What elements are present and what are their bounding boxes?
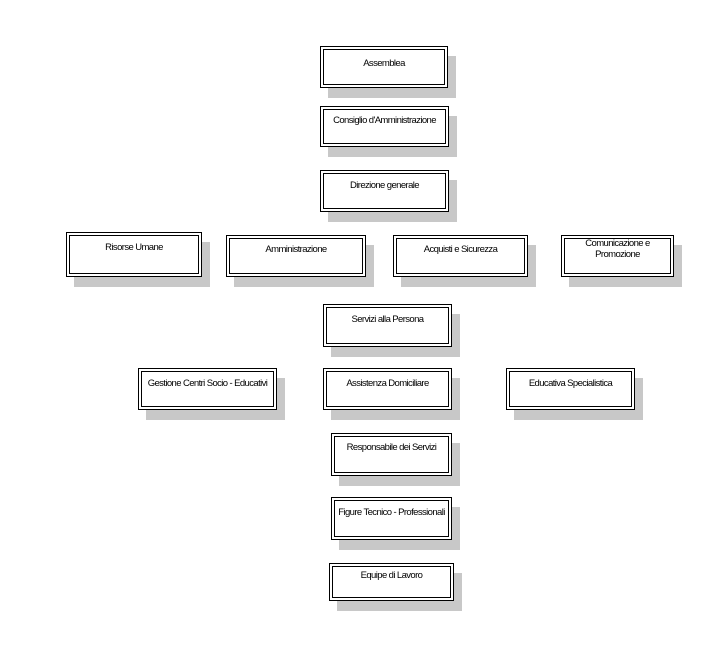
node-risorse-umane-label: Risorse Umane <box>105 242 163 253</box>
node-risorse-umane: Risorse Umane <box>66 232 210 287</box>
node-comunicazione-label: Comunicazione e Promozione <box>585 238 650 260</box>
node-amministrazione-label: Amministrazione <box>265 244 327 255</box>
node-consiglio: Consiglio d'Amministrazione <box>320 106 457 157</box>
node-gestione-centri-label: Gestione Centri Socio - Educativi <box>147 378 268 389</box>
node-equipe-lavoro: Equipe di Lavoro <box>329 563 462 611</box>
node-comunicazione: Comunicazione e Promozione <box>561 235 682 287</box>
node-acquisti-label: Acquisti e Sicurezza <box>423 244 498 255</box>
node-direzione-label: Direzione generale <box>350 180 420 191</box>
node-assistenza-domiciliare-label: Assistenza Domiciliare <box>346 378 429 389</box>
node-figure-tecnico-label: Figure Tecnico - Professionali <box>338 507 445 518</box>
node-responsabile-servizi-label: Responsabile dei Servizi <box>346 442 437 453</box>
node-acquisti: Acquisti e Sicurezza <box>393 235 536 287</box>
node-gestione-centri: Gestione Centri Socio - Educativi <box>138 368 285 420</box>
node-assistenza-domiciliare: Assistenza Domiciliare <box>323 368 460 420</box>
node-amministrazione: Amministrazione <box>226 235 374 287</box>
node-servizi-persona: Servizi alla Persona <box>323 304 460 357</box>
node-direzione: Direzione generale <box>320 170 457 222</box>
node-responsabile-servizi: Responsabile dei Servizi <box>331 433 460 486</box>
node-figure-tecnico: Figure Tecnico - Professionali <box>331 497 460 550</box>
node-assemblea: Assemblea <box>320 46 456 98</box>
node-educativa-specialistica-label: Educativa Specialistica <box>528 378 613 389</box>
node-educativa-specialistica: Educativa Specialistica <box>506 368 643 420</box>
node-assemblea-label: Assemblea <box>363 58 405 69</box>
node-equipe-lavoro-label: Equipe di Lavoro <box>360 570 423 581</box>
node-servizi-persona-label: Servizi alla Persona <box>351 314 425 325</box>
node-consiglio-label: Consiglio d'Amministrazione <box>333 115 436 126</box>
